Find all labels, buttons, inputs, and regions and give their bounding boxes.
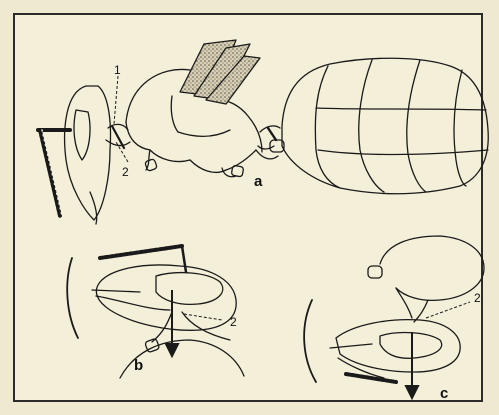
panel-b-detail (67, 246, 244, 378)
callout-b-line (184, 314, 222, 320)
arrow-c (406, 332, 418, 398)
abdomen-a (282, 58, 488, 194)
head-a (65, 86, 111, 224)
callout-c-line (426, 302, 470, 318)
panel-label-b: b (134, 357, 143, 374)
panel-c-detail (304, 236, 484, 382)
callout-label-2-b: 2 (230, 315, 237, 329)
panel-a-insect (38, 40, 488, 224)
wings-a (180, 40, 260, 104)
panel-label-c: c (440, 385, 448, 402)
callout-label-1: 1 (114, 63, 121, 77)
panel-label-a: a (254, 173, 263, 190)
callout-label-2-c: 2 (474, 291, 481, 305)
callout-label-2-a: 2 (122, 165, 129, 179)
